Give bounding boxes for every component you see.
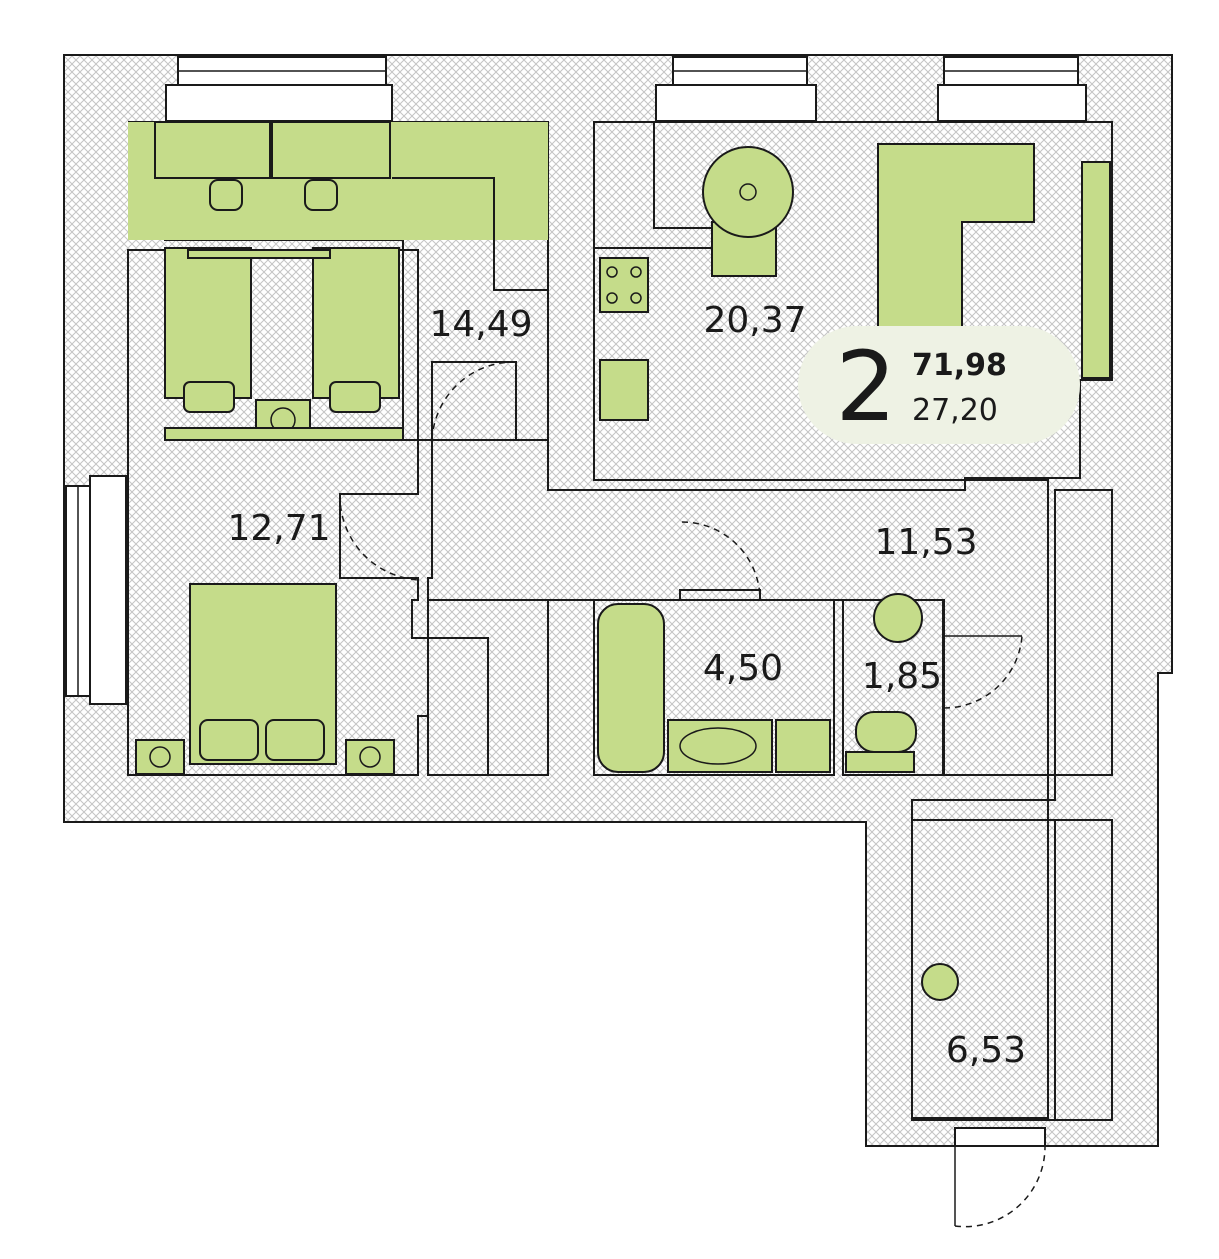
windows: [65, 56, 1087, 1147]
area-label-master-bedroom: 12,71: [227, 508, 330, 549]
area-label-toilet: 1,85: [862, 656, 942, 697]
area-label-kids-bedroom: 14,49: [429, 304, 532, 345]
area-label-hallway: 11,53: [874, 522, 977, 563]
area-label-bathroom: 4,50: [703, 648, 783, 689]
apartment-badge: 2 71,98 27,20: [798, 326, 1080, 444]
bathroom-fixtures: [597, 593, 959, 1001]
doors: [339, 361, 1046, 1228]
area-label-kitchen-living: 20,37: [703, 300, 806, 341]
area-label-balcony: 6,53: [946, 1030, 1026, 1071]
living-area: 27,20: [912, 393, 998, 428]
total-area: 71,98: [912, 348, 1007, 383]
room-labels: 14,49 20,37 12,71 11,53 4,50 1,85 6,53: [227, 300, 1026, 1071]
rooms-count: 2: [835, 331, 896, 443]
kids-bedroom-furniture: [154, 121, 548, 441]
kitchen-furniture: [593, 121, 1111, 421]
master-bedroom-furniture: [135, 249, 395, 775]
